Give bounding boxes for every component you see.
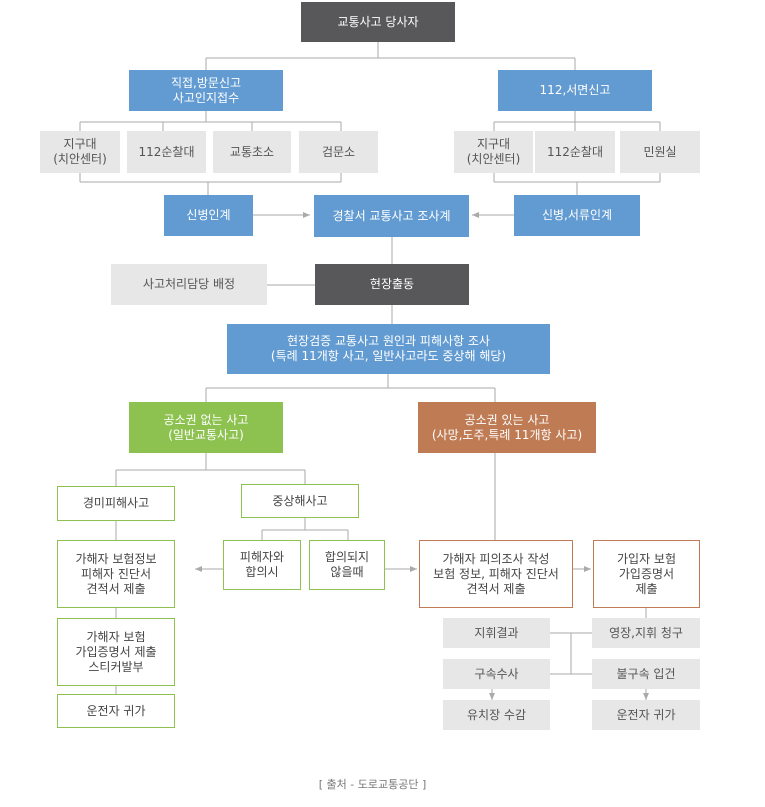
node-transfer-person: 신병인계 [164, 195, 253, 236]
node-left-doc-2: 가해자 보험 가입증명서 제출 스티커발부 [57, 618, 175, 686]
node-transfer-docs: 신병,서류인계 [514, 195, 640, 236]
node-right-office-3: 민원실 [620, 131, 700, 173]
node-112-report: 112,서면신고 [498, 70, 652, 111]
node-police-team: 경찰서 교통사고 조사계 [314, 195, 469, 237]
node-insurance-cert: 가입자 보험 가입증명서 제출 [593, 540, 700, 608]
node-left-office-4: 검문소 [299, 131, 378, 173]
node-command-result: 지휘결과 [443, 618, 550, 648]
node-prosecution: 공소권 있는 사고 (사망,도주,특례 11개항 사고) [418, 402, 596, 453]
node-arrest: 구속수사 [443, 659, 550, 689]
node-right-office-2: 112순찰대 [535, 131, 615, 173]
node-detention: 유치장 수감 [443, 700, 550, 730]
node-dispatch: 현장출동 [315, 264, 469, 305]
node-right-return: 운전자 귀가 [592, 700, 700, 730]
node-no-prosecution: 공소권 없는 사고 (일반교통사고) [129, 402, 283, 453]
node-left-doc-1: 가해자 보험정보 피해자 진단서 견적서 제출 [57, 540, 175, 608]
node-left-office-1: 지구대 (치안센터) [40, 131, 120, 173]
node-not-agreed: 합의되지 않을때 [309, 540, 385, 590]
node-left-office-2: 112순찰대 [127, 131, 206, 173]
node-suspect-report: 가해자 피의조사 작성 보험 정보, 피해자 진단서 견적서 제출 [419, 540, 573, 608]
node-right-office-1: 지구대 (치안센터) [454, 131, 533, 173]
node-assign-officer: 사고처리담당 배정 [111, 264, 267, 305]
node-left-return: 운전자 귀가 [57, 694, 175, 728]
node-minor-injury: 경미피해사고 [57, 486, 175, 521]
node-left-office-3: 교통초소 [213, 131, 291, 173]
node-victim-agreed: 피해자와 합의시 [223, 540, 301, 590]
source-caption: [ 출처 - 도로교통공단 ] [318, 778, 427, 791]
node-investigation: 현장검증 교통사고 원인과 피해사항 조사 (특례 11개항 사고, 일반사고라… [227, 324, 550, 374]
node-accident-party: 교통사고 당사자 [301, 2, 455, 42]
node-no-arrest: 불구속 입건 [592, 659, 700, 689]
node-warrant: 영장,지휘 청구 [592, 618, 700, 648]
node-serious-injury: 중상해사고 [241, 484, 359, 518]
node-direct-report: 직접,방문신고 사고인지접수 [129, 70, 283, 111]
